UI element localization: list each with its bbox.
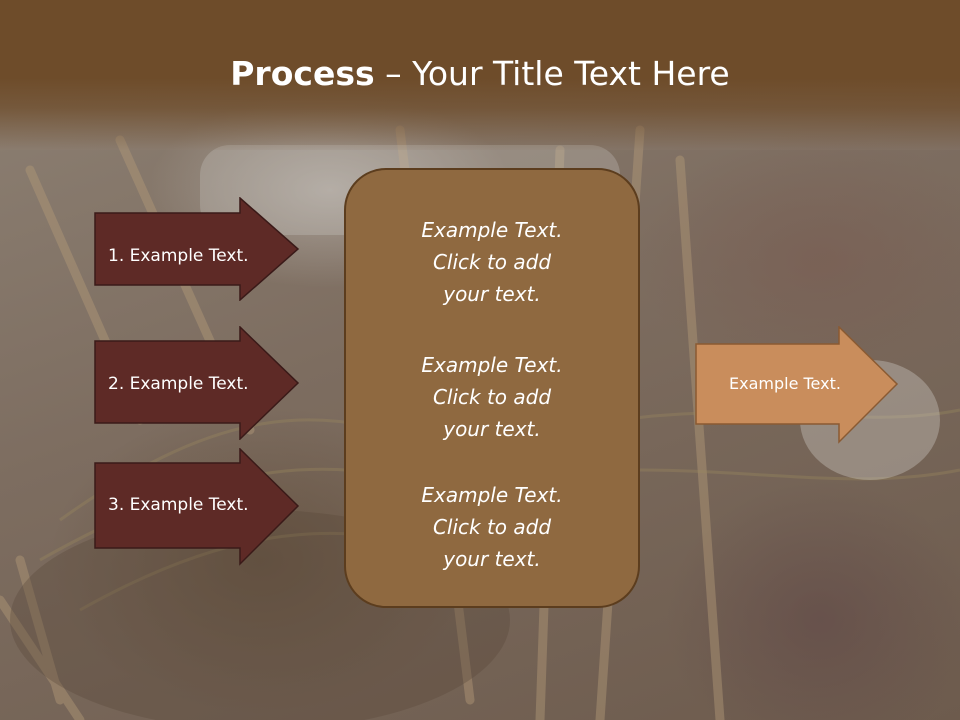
left-arrow-3-label: 3. Example Text.: [108, 495, 249, 515]
center-block-3-line-1: Example Text.: [421, 483, 563, 507]
center-text-box[interactable]: Example Text. Click to add your text. Ex…: [344, 168, 640, 608]
center-block-2-line-1: Example Text.: [421, 353, 563, 377]
center-block-1-line-3: your text.: [443, 282, 541, 306]
slide-title[interactable]: Process – Your Title Text Here: [0, 52, 960, 96]
left-arrow-2-label: 2. Example Text.: [108, 374, 249, 394]
title-band: [0, 0, 960, 150]
left-arrow-1-label: 1. Example Text.: [108, 246, 249, 266]
center-text-block-1: Example Text. Click to add your text.: [346, 214, 638, 310]
center-block-2-line-2: Click to add: [432, 385, 552, 409]
left-arrow-3[interactable]: [94, 448, 300, 566]
center-block-2-line-3: your text.: [443, 417, 541, 441]
center-block-3-line-2: Click to add: [432, 515, 552, 539]
left-arrow-2[interactable]: [94, 326, 300, 440]
title-bold: Process: [230, 54, 375, 93]
right-arrow[interactable]: [695, 326, 899, 444]
center-block-3-line-3: your text.: [443, 547, 541, 571]
title-rest: – Your Title Text Here: [374, 54, 730, 93]
center-block-1-line-2: Click to add: [432, 250, 552, 274]
right-arrow-label: Example Text.: [729, 374, 841, 393]
left-arrow-1[interactable]: [94, 197, 300, 301]
center-block-1-line-1: Example Text.: [421, 218, 563, 242]
center-text-block-3: Example Text. Click to add your text.: [346, 479, 638, 575]
center-text-block-2: Example Text. Click to add your text.: [346, 349, 638, 445]
